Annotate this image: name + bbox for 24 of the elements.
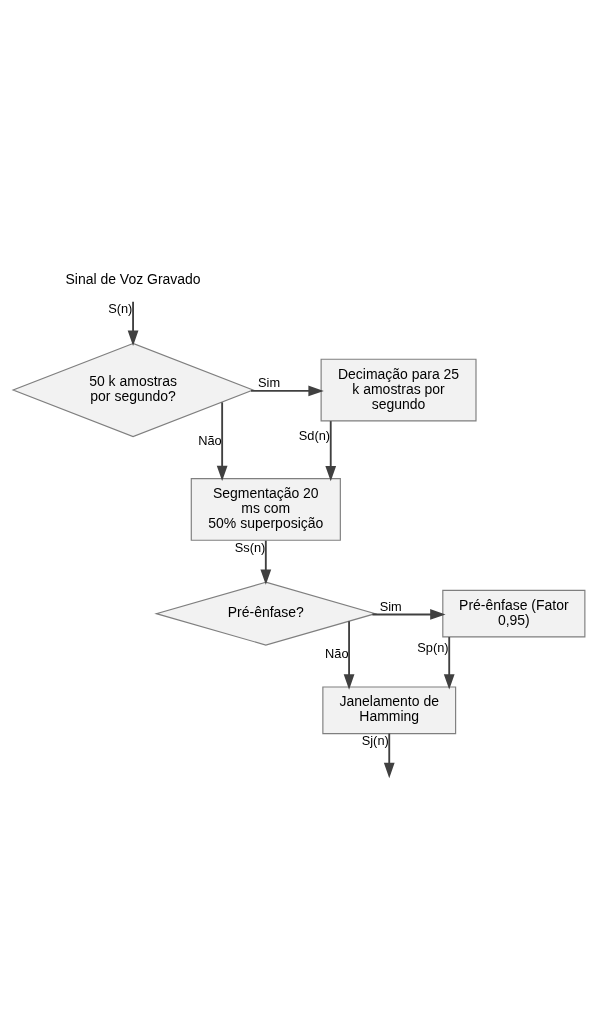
arrow <box>371 608 446 620</box>
arrow <box>260 539 272 585</box>
arrow <box>127 300 139 346</box>
arrow <box>383 732 395 778</box>
edge-label: Não <box>325 645 349 661</box>
edge-label: Sim <box>379 598 402 614</box>
node-box: Decimação para 25 k amostras por segundo <box>320 358 477 421</box>
edge-label: Sp(n) <box>417 639 449 655</box>
edge-label: Ss(n) <box>234 539 266 555</box>
arrow <box>216 400 228 481</box>
node-text: Sinal de Voz Gravado <box>65 270 201 287</box>
arrow <box>250 385 324 396</box>
edge-label: Sd(n) <box>298 427 331 443</box>
edge-label: S(n) <box>108 300 133 316</box>
node-diamond: 50 k amostras por segundo? <box>11 342 255 437</box>
node-box: Pré-ênfase (Fator 0,95) <box>442 589 586 638</box>
edge-label: Sj(n) <box>361 732 389 748</box>
arrow <box>325 419 337 481</box>
edge-label: Sim <box>258 374 281 390</box>
arrow <box>343 619 355 690</box>
node-diamond: Pré-ênfase? <box>154 581 378 646</box>
arrow <box>443 635 455 690</box>
node-box: Janelamento de Hamming <box>322 685 457 734</box>
node-box: Segmentação 20 ms com 50% superposição <box>190 477 341 541</box>
